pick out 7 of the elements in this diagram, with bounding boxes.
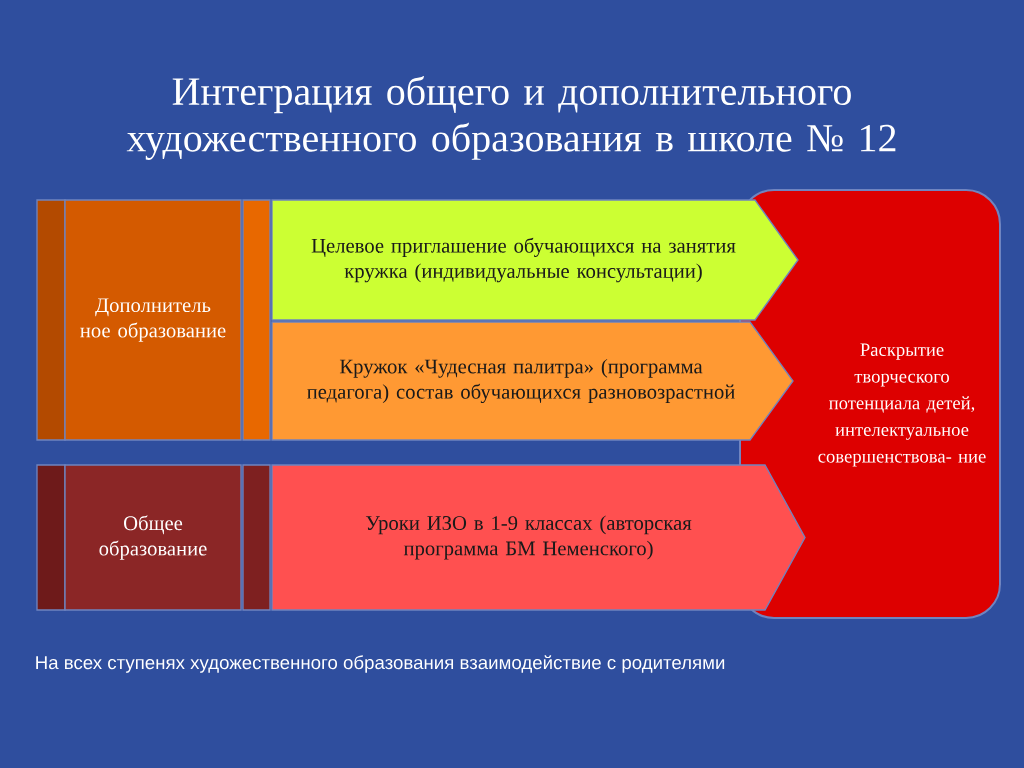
footnote: На всех ступенях художественного образования взаимодействие с родителями: [36, 655, 725, 673]
chevron-panel: Уроки ИЗО в 1-9 классах (авторская программа БМ Неменского): [271, 464, 806, 611]
category-box: Общее образование: [36, 464, 271, 611]
chevron-panel: Кружок «Чудесная палитра» (программа педагога) состав обучающихся разновозрастной: [271, 321, 794, 441]
title: Интеграция общего и дополнительного художественного образования в школе № 12: [126, 76, 896, 160]
category-box: Дополнитель ное образование: [36, 199, 271, 441]
chevron-panel: Целевое приглашение обучающихся на занятия кружка (индивидуальные консультации): [271, 199, 799, 321]
